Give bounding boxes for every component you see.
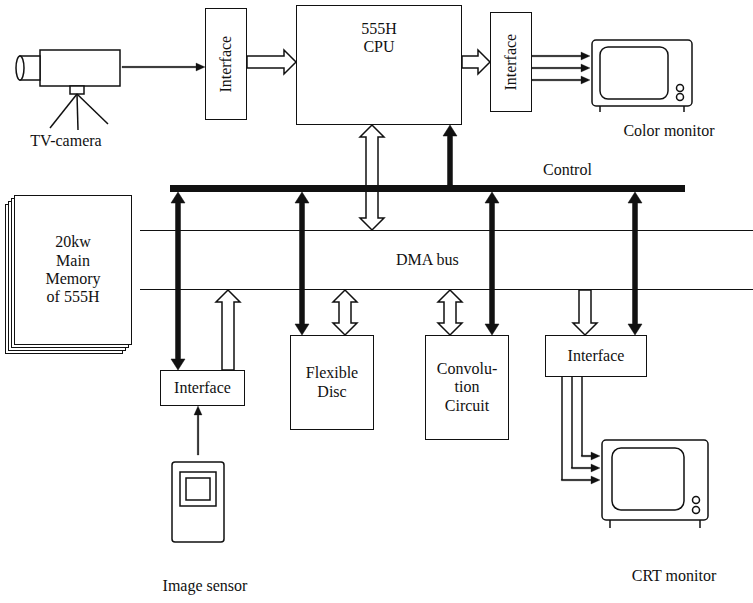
node-label: Interface — [568, 347, 625, 365]
interface-box: Interface — [160, 370, 245, 406]
connector — [573, 290, 597, 335]
connector — [628, 192, 642, 335]
cpu-box: 555H CPU — [296, 5, 462, 125]
node-label: Color monitor — [621, 122, 716, 140]
connector — [462, 50, 490, 74]
control-bus: Control — [170, 185, 685, 192]
crt-monitor: CRT monitor — [600, 420, 748, 585]
node-label: Flexible Disc — [296, 364, 368, 401]
node-label: CRT monitor — [630, 567, 719, 585]
convolution-box: Convolu- tion Circuit — [425, 335, 509, 440]
connector — [443, 125, 457, 185]
connector — [216, 290, 240, 370]
connector — [171, 192, 185, 370]
connector — [438, 290, 462, 335]
connector — [295, 192, 309, 335]
node-label: Image sensor — [161, 577, 250, 595]
interface-box: Interface — [490, 12, 532, 112]
connector — [360, 125, 384, 230]
node-label: TV-camera — [28, 132, 103, 150]
color-monitor: Color monitor — [590, 35, 748, 140]
image-sensor-drawing — [172, 462, 224, 542]
node-label: Interface — [174, 379, 231, 397]
connector — [532, 52, 590, 84]
node-label: Convolu- tion Circuit — [431, 360, 503, 415]
main-memory: 20kw Main Memory of 555H — [14, 195, 132, 345]
dma-bus: DMA bus — [140, 230, 753, 290]
node-label: 20kw Main Memory of 555H — [38, 233, 108, 307]
tv-camera-drawing — [16, 50, 120, 130]
crt-monitor-drawing — [602, 440, 708, 528]
connector — [194, 406, 202, 455]
connector — [333, 290, 357, 335]
interface-box: Interface — [545, 335, 647, 377]
interface-box: Interface — [205, 8, 247, 120]
node-label: Interface — [502, 34, 520, 91]
node-label: Interface — [217, 36, 235, 93]
node-label: DMA bus — [392, 251, 463, 269]
node-label: Control — [540, 161, 595, 179]
connector — [561, 377, 600, 484]
color-monitor-drawing — [592, 40, 692, 112]
image-sensor: Image sensor — [150, 455, 260, 595]
disc-box: Flexible Disc — [290, 335, 374, 430]
node-label: 555H CPU — [355, 20, 403, 57]
connector — [485, 192, 499, 335]
connector — [247, 50, 296, 74]
tv-camera: TV-camera — [10, 15, 122, 150]
connector — [122, 63, 205, 71]
